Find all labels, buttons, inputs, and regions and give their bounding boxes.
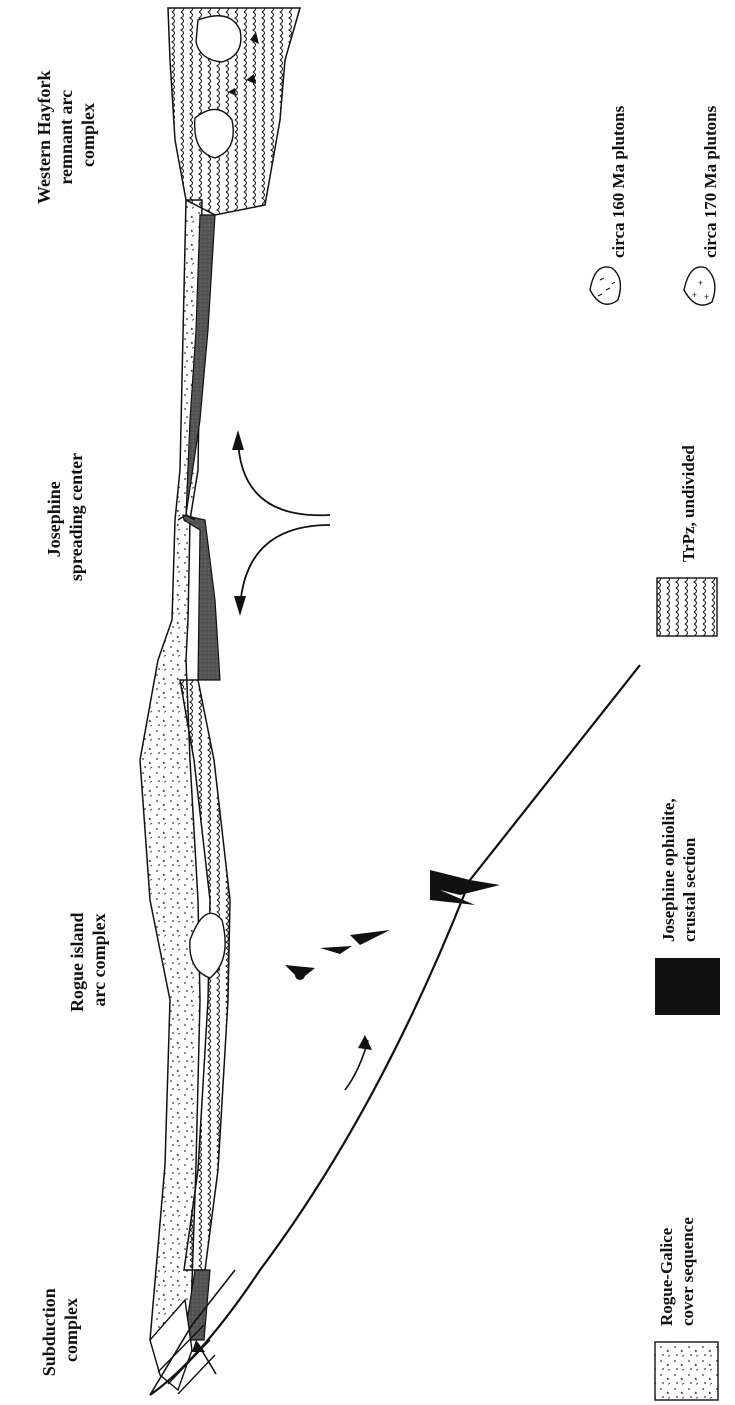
spreading-arrow-down bbox=[240, 525, 330, 608]
cross-section bbox=[140, 8, 640, 1395]
plus-mark: + bbox=[698, 278, 703, 288]
plus-mark: + bbox=[704, 292, 709, 302]
spreading-arrow-up-head bbox=[232, 430, 244, 450]
label-rogue-island-arc: Rogue island arc complex bbox=[67, 908, 109, 1012]
magma-dike bbox=[430, 870, 500, 905]
magma-dike bbox=[320, 946, 352, 954]
pluton-160-ma bbox=[196, 16, 241, 62]
legend-swatch-pluton-160 bbox=[590, 267, 620, 304]
spreading-arrow-down-head bbox=[234, 596, 246, 616]
legend-swatch-josephine-ophiolite bbox=[655, 958, 720, 1015]
legend-label-trpz: TrPz, undivided bbox=[679, 445, 698, 562]
legend-label-josephine-ophiolite: Josephine ophiolite, crustal section bbox=[659, 794, 699, 942]
magma-dike bbox=[285, 965, 315, 980]
legend: circa 160 Ma plutons + + + circa 170 Ma … bbox=[590, 105, 720, 1400]
legend-label-rogue-galice: Rogue-Galice cover sequence bbox=[657, 1217, 697, 1326]
magma-dike bbox=[350, 930, 390, 945]
label-western-hayfork: Western Hayfork remnant arc complex bbox=[34, 66, 98, 204]
spreading-arrow-up bbox=[238, 438, 330, 515]
plus-mark: + bbox=[692, 290, 697, 300]
label-subduction-complex: Subduction complex bbox=[39, 1284, 81, 1377]
legend-swatch-rogue-galice bbox=[655, 1342, 718, 1400]
slip-arrow-head bbox=[358, 1035, 372, 1050]
label-josephine-spreading-center: Josephine spreading center bbox=[44, 453, 86, 581]
legend-label-pluton-170: circa 170 Ma plutons bbox=[701, 105, 720, 258]
legend-swatch-trpz bbox=[657, 578, 717, 636]
legend-label-pluton-160: circa 160 Ma plutons bbox=[609, 105, 628, 258]
